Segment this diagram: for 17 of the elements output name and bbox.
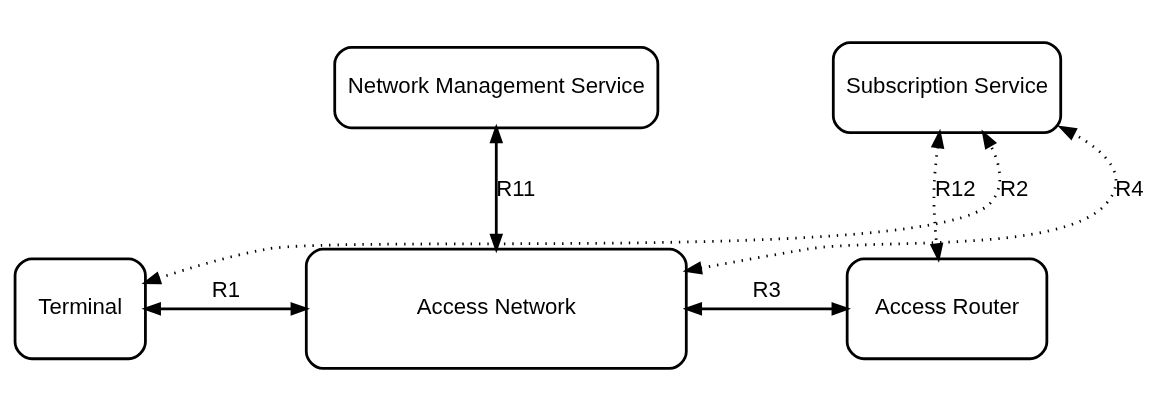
edge-label: R11: [496, 176, 536, 202]
node-box: Network Management Service: [333, 46, 660, 130]
arrow: [929, 128, 945, 263]
edge-label: R1: [211, 277, 241, 303]
node-box: Subscription Service: [831, 41, 1063, 135]
edge-label: R12: [934, 176, 976, 202]
arrow: [682, 302, 851, 316]
edge-label: R3: [752, 277, 781, 303]
edge-label: R4: [1115, 176, 1144, 202]
arrow: [682, 125, 1118, 275]
arrow: [141, 302, 311, 316]
node-box: Terminal: [13, 257, 147, 361]
node-box: Access Router: [845, 257, 1049, 361]
arrow: [141, 129, 1002, 285]
edge-label: R2: [1000, 176, 1029, 202]
arrow: [489, 123, 504, 254]
node-box: Access Network: [304, 247, 688, 370]
